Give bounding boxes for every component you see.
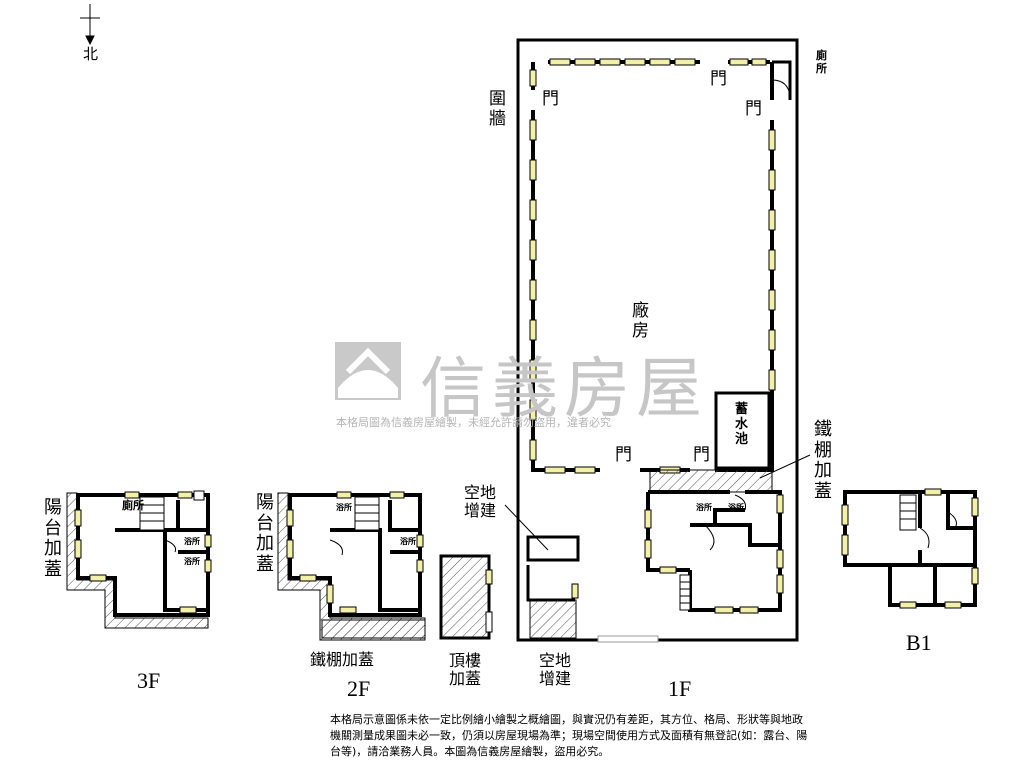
open-space-top-label: 空地增建 xyxy=(463,483,496,521)
toilet-3f-label: 廁所 xyxy=(122,499,144,512)
disclaimer-note: 本格局示意圖係未依一定比例繪小繪製之概繪圖，與實況仍有差距，其方位、格局、形狀等… xyxy=(330,713,808,758)
water-tank xyxy=(714,391,771,470)
floor-label-3f: 3F xyxy=(137,668,161,693)
bath-3f-label-a: 浴所 xyxy=(184,536,200,546)
building-1f-stairs xyxy=(679,574,691,611)
iron-shed-1f-label: 鐵棚加蓋 xyxy=(814,419,832,503)
floor-label-1f: 1F xyxy=(668,676,692,701)
toilet-1f-label: 廁所 xyxy=(816,49,827,75)
building-1f xyxy=(646,490,782,612)
floor-3f-plan xyxy=(66,490,212,629)
watermark-brand: 信義房屋 xyxy=(420,350,708,427)
rooftop-addition xyxy=(439,554,493,640)
open-space-additions xyxy=(504,504,580,639)
watermark-logo-icon xyxy=(335,342,401,400)
balcony-2f-label: 陽台加蓋 xyxy=(256,492,274,576)
bath-2f-label-b: 浴所 xyxy=(400,536,416,546)
floor-2f-plan xyxy=(277,491,426,641)
floor-label-b1: B1 xyxy=(906,630,932,655)
fence-label: 圍牆 xyxy=(489,89,506,129)
open-space-bottom-label: 空地增建 xyxy=(538,651,571,689)
floor-b1-plan xyxy=(841,488,979,609)
building-1f-windows xyxy=(644,494,784,614)
iron-shed-2f-label: 鐵棚加蓋 xyxy=(310,650,375,669)
watermark-notice: 本格局圖為信義房屋繪製，未經允許請勿盜用，違者必究 xyxy=(336,416,611,429)
door-label-3: 門 xyxy=(745,99,762,119)
bath-3f-label-b: 浴所 xyxy=(184,556,200,566)
toilet-1f xyxy=(771,60,792,100)
balcony-3f-label: 陽台加蓋 xyxy=(44,497,62,581)
rooftop-label: 頂樓加蓋 xyxy=(448,651,481,689)
bath-1f-label-b: 浴所 xyxy=(728,502,744,512)
door-label-1: 門 xyxy=(542,89,559,109)
factory-windows xyxy=(529,58,776,474)
door-label-5: 門 xyxy=(693,445,710,465)
factory-label: 廠房 xyxy=(632,301,649,341)
compass-north-label: 北 xyxy=(83,45,99,63)
bath-1f-label-a: 浴所 xyxy=(696,502,712,512)
door-label-4: 門 xyxy=(615,445,632,465)
floor-label-2f: 2F xyxy=(347,676,371,701)
iron-shed-1f xyxy=(649,469,773,493)
water-tank-label: 蓄水池 xyxy=(735,402,749,447)
door-label-2: 門 xyxy=(710,69,727,89)
compass-icon xyxy=(80,4,100,46)
building-1f-doors xyxy=(704,494,746,551)
bath-2f-label-a: 浴所 xyxy=(336,502,352,512)
site-boundary xyxy=(516,38,799,643)
iron-shed-1f-leader xyxy=(759,454,811,479)
